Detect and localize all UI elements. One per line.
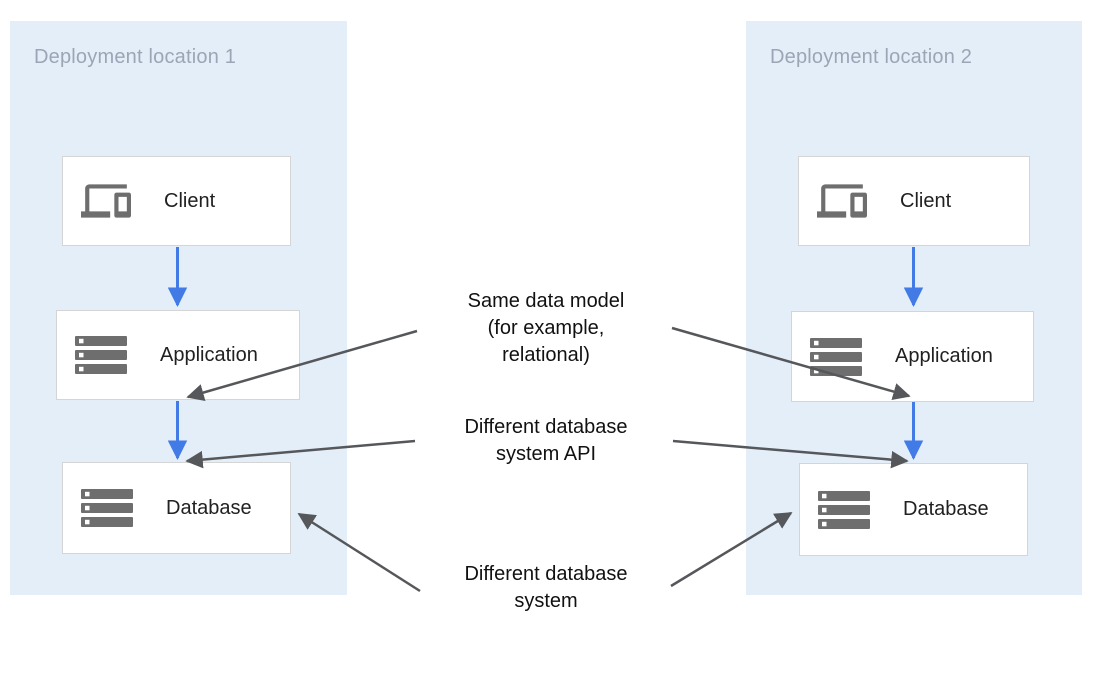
node-label: Database bbox=[166, 496, 252, 519]
node-client-2: Client bbox=[798, 156, 1030, 246]
annotation-line: relational) bbox=[502, 344, 590, 366]
node-application-1: Application bbox=[56, 310, 300, 400]
annotation-line: Same data model bbox=[467, 290, 625, 312]
panel-title: Deployment location 2 bbox=[770, 46, 973, 68]
annotation-line: system API bbox=[495, 443, 597, 465]
panel-title: Deployment location 1 bbox=[34, 46, 237, 68]
annotation-different-db-system: Different database system bbox=[464, 561, 627, 615]
devices-icon bbox=[817, 176, 867, 226]
node-database-1: Database bbox=[62, 462, 291, 554]
server-stack-icon bbox=[818, 490, 870, 529]
devices-icon bbox=[81, 176, 131, 226]
node-application-2: Application bbox=[791, 311, 1034, 402]
annotation-different-db-api: Different database system API bbox=[464, 414, 627, 468]
node-client-1: Client bbox=[62, 156, 291, 246]
node-label: Application bbox=[160, 343, 258, 366]
annotation-line: (for example, bbox=[487, 317, 605, 339]
annotation-same-data-model: Same data model (for example, relational) bbox=[468, 288, 625, 369]
annotation-line: Different database bbox=[464, 416, 628, 438]
node-label: Database bbox=[903, 498, 989, 520]
node-label: Client bbox=[900, 189, 952, 212]
node-label: Application bbox=[895, 345, 993, 367]
node-database-2: Database bbox=[799, 463, 1028, 556]
server-stack-icon bbox=[75, 336, 127, 374]
node-label: Client bbox=[164, 189, 216, 212]
server-stack-icon bbox=[81, 489, 133, 527]
annotation-line: Different database bbox=[464, 563, 628, 585]
server-stack-icon bbox=[810, 337, 862, 376]
annotation-line: system bbox=[514, 590, 578, 612]
